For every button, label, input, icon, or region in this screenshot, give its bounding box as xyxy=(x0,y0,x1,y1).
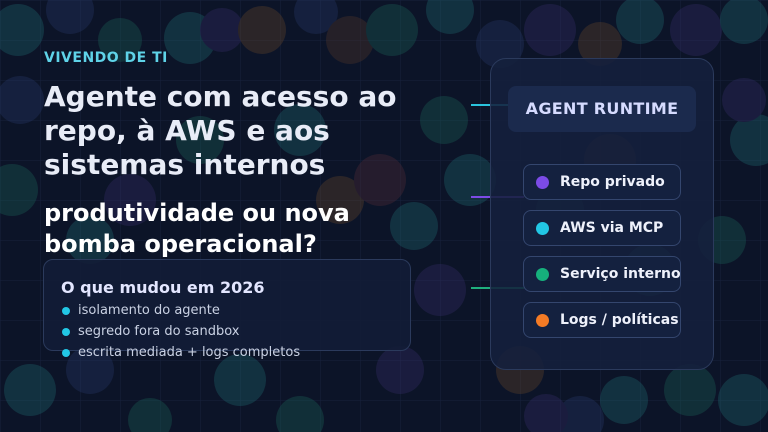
page-title: Agente com acesso ao repo, à AWS e aos s… xyxy=(44,80,397,181)
bullet-dot-icon xyxy=(62,328,70,336)
change-item-text: escrita mediada + logs completos xyxy=(78,345,301,360)
bullet-dot-icon xyxy=(62,349,70,357)
chip-repo-privado: Repo privado xyxy=(523,164,681,200)
eyebrow-brand: VIVENDO DE TI xyxy=(44,50,168,66)
change-item: segredo fora do sandbox xyxy=(61,321,410,342)
chip-aws-mcp: AWS via MCP xyxy=(523,210,681,246)
changes-list: isolamento do agente segredo fora do san… xyxy=(61,300,410,363)
changes-card: O que mudou em 2026 isolamento do agente… xyxy=(43,259,411,360)
chip-label: Repo privado xyxy=(560,174,665,190)
page-subtitle: produtividade ou nova bomba operacional? xyxy=(44,199,350,258)
bullet-dot-icon xyxy=(62,307,70,315)
status-dot-icon xyxy=(536,268,549,281)
chip-logs-politicas: Logs / políticas xyxy=(523,302,681,338)
change-item: isolamento do agente xyxy=(61,300,410,321)
change-item: escrita mediada + logs completos xyxy=(61,342,410,363)
chip-label: Serviço interno xyxy=(560,266,681,282)
chip-servico-interno: Serviço interno xyxy=(523,256,681,292)
chip-label: AWS via MCP xyxy=(560,220,664,236)
agent-runtime-label: AGENT RUNTIME xyxy=(508,86,696,132)
status-dot-icon xyxy=(536,176,549,189)
status-dot-icon xyxy=(536,314,549,327)
changes-title: O que mudou em 2026 xyxy=(61,278,265,297)
change-item-text: segredo fora do sandbox xyxy=(78,324,240,339)
chip-label: Logs / políticas xyxy=(560,312,679,328)
change-item-text: isolamento do agente xyxy=(78,303,220,318)
status-dot-icon xyxy=(536,222,549,235)
